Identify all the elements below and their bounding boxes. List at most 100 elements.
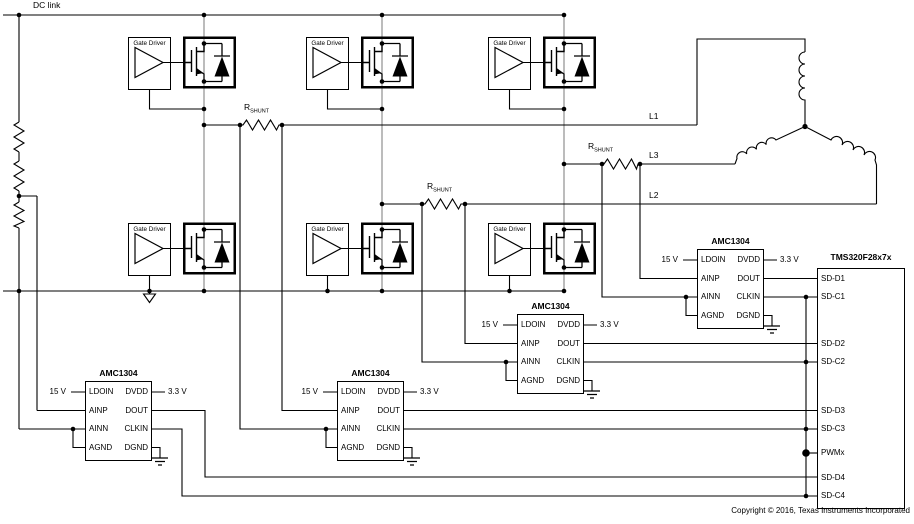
amc1304-block-4 [337, 380, 404, 461]
amc2-pin-dgnd: DGND [556, 375, 580, 385]
dsp-pin-pwmx: PWMx [821, 448, 845, 457]
dsp-pin-sd-d1: SD-D1 [821, 273, 846, 283]
amc1-pin-dvdd: DVDD [737, 255, 760, 264]
gd-return-bottom [148, 275, 511, 291]
agnd-loops [72, 297, 697, 449]
dsp-pin-sd-d2: SD-D2 [821, 338, 846, 348]
amc2-pin-ldoin: LDOIN [521, 320, 546, 329]
junction-dots [16, 12, 810, 499]
amc2-pin-ainn: AINN [521, 357, 541, 366]
dout4-line [152, 409, 817, 478]
copyright-notice: Copyright © 2016, Texas Instruments Inco… [731, 506, 910, 515]
amc1-pin-clkin: CLKIN [736, 292, 760, 301]
dsp-pin-sd-d3: SD-D3 [821, 405, 846, 415]
amc3-pin-dvdd: DVDD [125, 387, 148, 396]
amc4-pin-dgnd: DGND [376, 442, 400, 452]
amc4-supply-3v3-label: 3.3 V [420, 387, 439, 396]
dsp-pin-sd-d4: SD-D4 [821, 472, 846, 482]
shunt-resistor-2 [382, 197, 465, 211]
amc4-pin-ainn: AINN [341, 424, 361, 433]
amc2-pin-ainp: AINP [521, 338, 540, 348]
motor-star-point [802, 123, 808, 130]
amc3-supply-3v3-label: 3.3 V [168, 387, 187, 396]
amc4-supply-15v-label: 15 V [301, 387, 318, 396]
gd-return-top [148, 89, 564, 110]
amc3-pin-ainn: AINN [89, 424, 109, 433]
gate-driver-box-1: Gate Driver [128, 36, 171, 90]
amc2-pin-dout: DOUT [557, 338, 580, 348]
amc1304-title-4: AMC1304 [351, 367, 390, 378]
amc3-pin-ainp: AINP [89, 405, 108, 415]
shunt1-label: RSHUNT [244, 102, 270, 115]
dc-link-label: DC link [33, 0, 61, 10]
divider-resistor-1 [12, 121, 26, 153]
amc1304-title-1: AMC1304 [711, 235, 750, 246]
amc1304-block-1 [697, 248, 764, 329]
gate-driver-box-4: Gate Driver [128, 222, 171, 276]
gate-driver-box-3: Gate Driver [488, 36, 531, 90]
gate-driver-box-2: Gate Driver [306, 36, 349, 90]
amc2-pin-clkin: CLKIN [556, 357, 580, 366]
dsp-pin-sd-c4: SD-C4 [821, 491, 846, 500]
sense2-ainn [421, 204, 517, 363]
amc4-pin-clkin: CLKIN [376, 424, 400, 433]
shunt2-label: RSHUNT [427, 181, 453, 194]
clk4-line [152, 428, 817, 497]
pwm-junction-dot [802, 449, 810, 457]
shunt3-label: RSHUNT [588, 141, 614, 154]
gate-driver-label: Gate Driver [133, 225, 166, 233]
amc1-pin-dgnd: DGND [736, 310, 760, 320]
signal-wires [3, 14, 878, 497]
gate-driver-label: Gate Driver [311, 39, 344, 47]
motor-winding-c [804, 126, 878, 204]
dsp-block [817, 268, 905, 509]
amc3-pin-ldoin: LDOIN [89, 387, 114, 396]
dgnd-stems [152, 314, 773, 458]
amc1-pin-dout: DOUT [737, 273, 760, 283]
dsp-pin-sd-c1: SD-C1 [821, 292, 846, 301]
amc4-pin-dvdd: DVDD [377, 387, 400, 396]
inverter-leg-wires [203, 15, 565, 291]
divider-resistor-3 [12, 201, 26, 229]
motor-winding-b [734, 126, 806, 165]
gate-driver-box-6: Gate Driver [488, 222, 531, 276]
motor-winding-a [798, 51, 806, 127]
gate-driver-box-5: Gate Driver [306, 222, 349, 276]
amc4-pin-dout: DOUT [377, 405, 400, 415]
amc2-supply-15v-label: 15 V [481, 320, 498, 329]
gate-driver-label: Gate Driver [133, 39, 166, 47]
dsp-pin-sd-c3: SD-C3 [821, 424, 846, 433]
divider-tap-wire [19, 195, 85, 412]
amc1-pin-ainn: AINN [701, 292, 721, 301]
sense3-ainn [601, 164, 697, 298]
sense1-ainn [239, 125, 337, 430]
amc1-pin-ainp: AINP [701, 273, 720, 283]
amc4-pin-ainp: AINP [341, 405, 360, 415]
divider-resistor-2 [12, 160, 26, 192]
amc1-supply-15v-label: 15 V [661, 255, 678, 264]
amc3-pin-dout: DOUT [125, 405, 148, 415]
amc4-pin-ldoin: LDOIN [341, 387, 366, 396]
gate-driver-label: Gate Driver [311, 225, 344, 233]
sense2-ainp [464, 204, 517, 345]
supply-stubs [71, 259, 777, 393]
amc2-supply-3v3-label: 3.3 V [600, 320, 619, 329]
signal-ground-icon [142, 293, 157, 304]
gate-driver-label: Gate Driver [493, 225, 526, 233]
amc1304-block-3 [85, 380, 152, 461]
amc1-supply-3v3-label: 3.3 V [780, 255, 799, 264]
amc2-pin-dvdd: DVDD [557, 320, 580, 329]
shunt-resistor-3 [564, 157, 640, 171]
amc1304-title-2: AMC1304 [531, 300, 570, 311]
gate-driver-label: Gate Driver [493, 39, 526, 47]
sense3-ainp [639, 164, 697, 280]
amc1-pin-agnd: AGND [701, 310, 725, 320]
shunt-resistor-1 [204, 118, 282, 132]
amc1304-title-3: AMC1304 [99, 367, 138, 378]
amc1-pin-ldoin: LDOIN [701, 255, 726, 264]
amc3-pin-dgnd: DGND [124, 442, 148, 452]
sense1-ainp [281, 125, 337, 412]
phase-l2-label: L2 [649, 190, 659, 200]
